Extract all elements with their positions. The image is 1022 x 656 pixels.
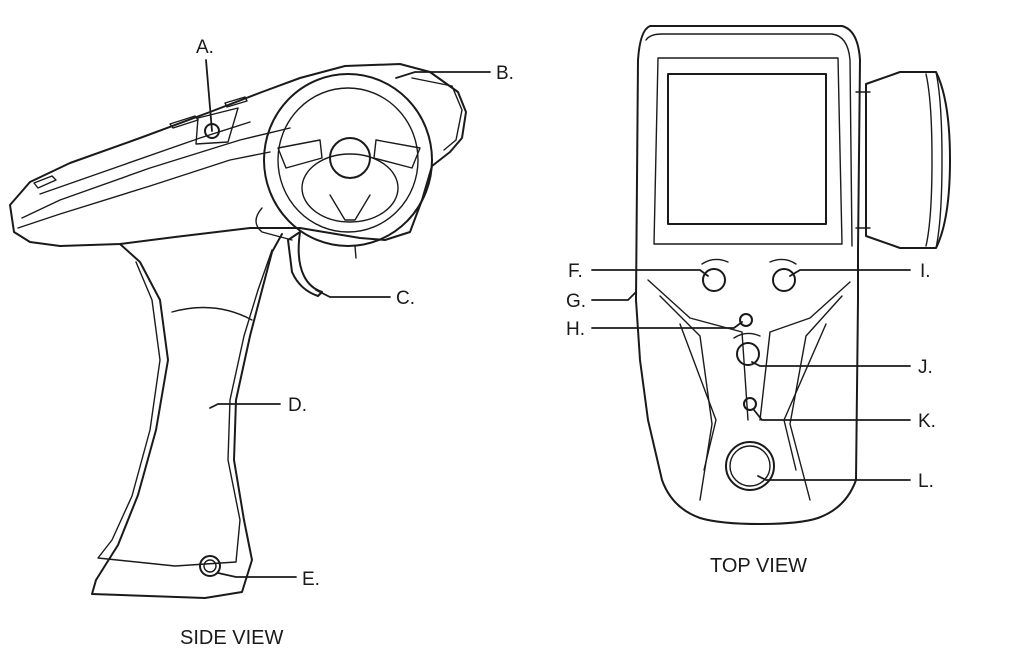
side-top-bump-3 xyxy=(224,96,248,108)
side-housing-outline xyxy=(9,63,467,247)
callout-d: D. xyxy=(288,395,307,416)
top-wheel-tread-2 xyxy=(925,73,933,247)
side-top-bump-1 xyxy=(33,175,57,189)
side-button-panel xyxy=(195,107,239,145)
top-k-button xyxy=(743,397,757,411)
side-housing-line-3 xyxy=(39,121,251,195)
steering-wheel-hub xyxy=(329,137,371,179)
side-rear-wing xyxy=(411,77,463,151)
top-body-outline xyxy=(635,25,861,525)
callout-f: F. xyxy=(568,261,583,282)
top-panel-mid-left xyxy=(679,323,717,471)
callout-e: E. xyxy=(302,569,320,590)
steering-wheel-rim xyxy=(277,87,419,233)
side-grip-inner xyxy=(97,249,273,567)
steering-wheel-outer xyxy=(263,73,433,247)
leader-e xyxy=(217,572,297,578)
steering-wheel-inner xyxy=(301,153,399,223)
leader-c xyxy=(315,289,391,298)
side-housing-line-1 xyxy=(21,127,291,219)
callout-h: H. xyxy=(566,319,585,340)
top-view-caption: TOP VIEW xyxy=(710,555,808,577)
top-display-screen xyxy=(667,73,827,225)
top-wheel-outline xyxy=(865,71,951,249)
leader-d xyxy=(209,403,281,409)
leader-b xyxy=(395,71,491,79)
leader-f xyxy=(591,269,709,277)
side-grip-outline xyxy=(91,233,283,599)
top-panel-right-lower xyxy=(789,295,843,501)
top-l-button-inner xyxy=(729,445,771,487)
callout-b: B. xyxy=(496,63,514,84)
top-i-knob xyxy=(772,268,796,292)
steering-wheel-spoke-left xyxy=(277,139,323,169)
steering-wheel-spoke-right xyxy=(373,139,421,169)
steering-wheel-lower-spoke xyxy=(329,194,371,221)
callout-g: G. xyxy=(566,291,587,312)
side-e-button-inner xyxy=(203,559,217,573)
top-panel-right xyxy=(759,281,851,421)
side-grip-contour xyxy=(171,306,253,321)
top-view-drawing xyxy=(591,25,951,525)
steering-wheel-stem xyxy=(354,245,357,259)
leader-k xyxy=(753,409,911,421)
side-e-button xyxy=(199,555,221,577)
callout-j: J. xyxy=(918,357,933,378)
leader-g xyxy=(591,291,637,301)
leader-l xyxy=(757,475,911,481)
callout-l: L. xyxy=(918,471,934,492)
top-h-button xyxy=(739,313,753,327)
side-view-drawing xyxy=(9,59,491,599)
side-housing-line-2 xyxy=(17,151,271,229)
top-f-knob xyxy=(702,268,726,292)
top-panel-left xyxy=(647,279,749,421)
leader-j xyxy=(751,361,911,367)
leader-a xyxy=(205,59,213,132)
side-view-caption: SIDE VIEW xyxy=(180,627,284,649)
top-j-knob-arc xyxy=(733,332,761,339)
steering-wheel-mount xyxy=(255,207,293,241)
top-wheel-tread-1 xyxy=(935,71,943,249)
top-i-knob-arc xyxy=(769,258,797,265)
top-l-button xyxy=(725,441,775,491)
leader-i xyxy=(789,269,911,277)
top-j-knob xyxy=(736,342,760,366)
leader-h xyxy=(591,321,743,329)
throttle-trigger xyxy=(287,231,323,297)
callout-k: K. xyxy=(918,411,936,432)
top-panel-mid-right xyxy=(783,323,827,471)
top-display-bezel xyxy=(653,57,843,245)
callout-c: C. xyxy=(396,288,415,309)
top-body-inner-edge xyxy=(645,33,853,247)
top-f-knob-arc xyxy=(701,258,729,265)
callout-i: I. xyxy=(920,261,931,282)
callout-a: A. xyxy=(196,37,214,58)
